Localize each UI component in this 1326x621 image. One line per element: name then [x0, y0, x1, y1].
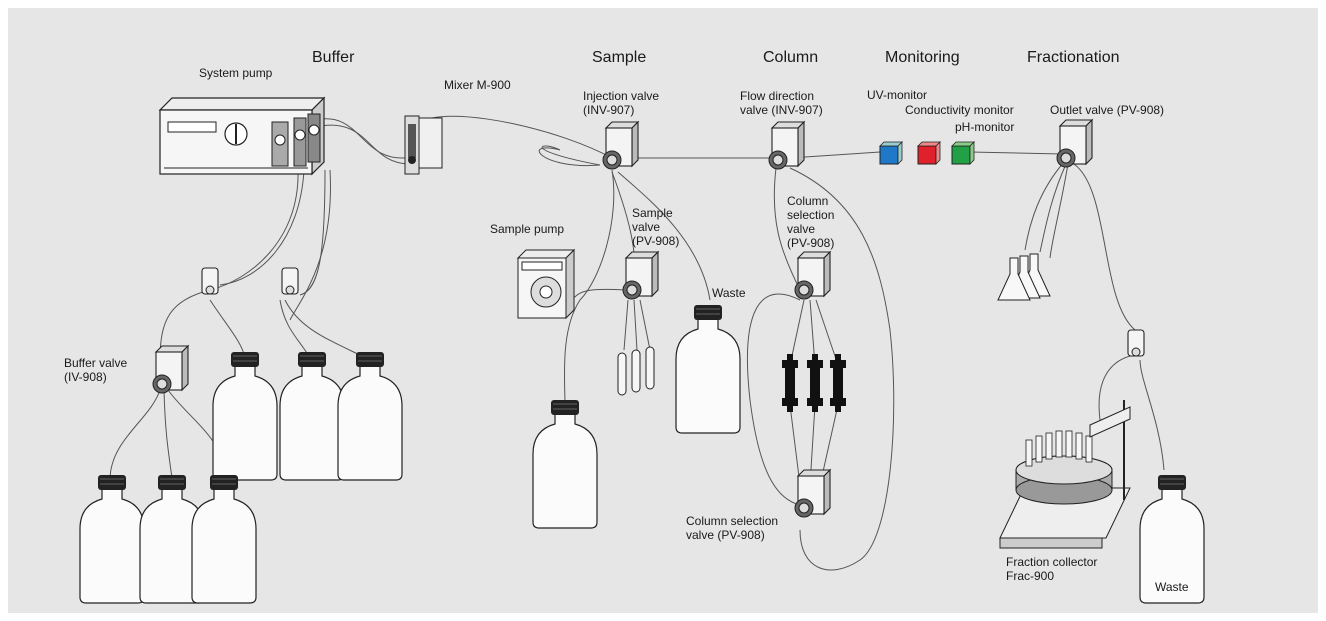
label-system-pump: System pump	[199, 66, 273, 80]
label-injection-valve: Injection valve (INV-907)	[583, 89, 660, 117]
label-waste-fraction: Waste	[1155, 580, 1189, 594]
column-selection-valve-top-icon	[794, 251, 831, 300]
header-monitoring: Monitoring	[885, 49, 960, 66]
fraction-flasks-icon	[997, 253, 1051, 301]
sample-tube-icon	[617, 352, 627, 396]
header-column: Column	[763, 49, 819, 66]
label-ph-monitor: pH-monitor	[955, 120, 1015, 134]
column-selection-valve-bottom-icon	[794, 469, 831, 518]
label-waste-sample: Waste	[712, 286, 746, 300]
bottle-icon	[79, 474, 145, 604]
column-icon	[782, 354, 798, 412]
mixer-icon	[404, 115, 443, 175]
sample-pump-icon	[516, 248, 576, 320]
tubing	[109, 115, 1165, 571]
small-valve-icon	[1127, 329, 1145, 357]
header-fractionation: Fractionation	[1027, 49, 1120, 66]
label-sample-pump: Sample pump	[490, 222, 565, 236]
buffer-valve-icon	[152, 345, 189, 394]
header-buffer: Buffer	[312, 49, 355, 66]
ph-monitor-icon	[951, 141, 975, 165]
outlet-valve-icon	[1056, 119, 1093, 168]
waste-bottle-icon	[675, 304, 741, 434]
uv-monitor-icon	[879, 141, 903, 165]
label-mixer: Mixer M-900	[444, 78, 511, 92]
bottle-icon	[191, 474, 257, 604]
flow-direction-valve-icon	[768, 121, 805, 170]
label-sample-valve: Sample valve (PV-908)	[632, 206, 680, 248]
sample-tube-icon	[631, 349, 641, 393]
label-fraction-collector: Fraction collector Frac-900	[1006, 555, 1098, 583]
bottle-icon	[337, 351, 403, 481]
fraction-collector-icon	[999, 400, 1131, 549]
label-uv-monitor: UV-monitor	[867, 88, 928, 102]
column-icon	[807, 354, 823, 412]
sample-valve-icon	[622, 251, 659, 300]
injection-valve-icon	[602, 121, 639, 170]
label-flow-direction-valve: Flow direction valve (INV-907)	[740, 89, 823, 117]
label-conductivity-monitor: Conductivity monitor	[905, 103, 1014, 117]
bottle-icon	[212, 351, 278, 481]
column-icon	[830, 354, 846, 412]
label-column-selection-valve-top: Column selection valve (PV-908)	[787, 194, 835, 250]
sample-tube-icon	[645, 346, 655, 390]
bottle-icon	[532, 399, 598, 529]
label-outlet-valve: Outlet valve (PV-908)	[1050, 103, 1165, 117]
system-pump-icon	[158, 96, 326, 176]
label-buffer-valve: Buffer valve (IV-908)	[64, 356, 128, 384]
small-valve-icon	[201, 267, 219, 295]
small-valve-icon	[281, 267, 299, 295]
conductivity-monitor-icon	[917, 141, 941, 165]
label-column-selection-valve-bottom: Column selection valve (PV-908)	[686, 514, 779, 542]
bottle-icon	[279, 351, 345, 481]
header-sample: Sample	[592, 49, 647, 66]
